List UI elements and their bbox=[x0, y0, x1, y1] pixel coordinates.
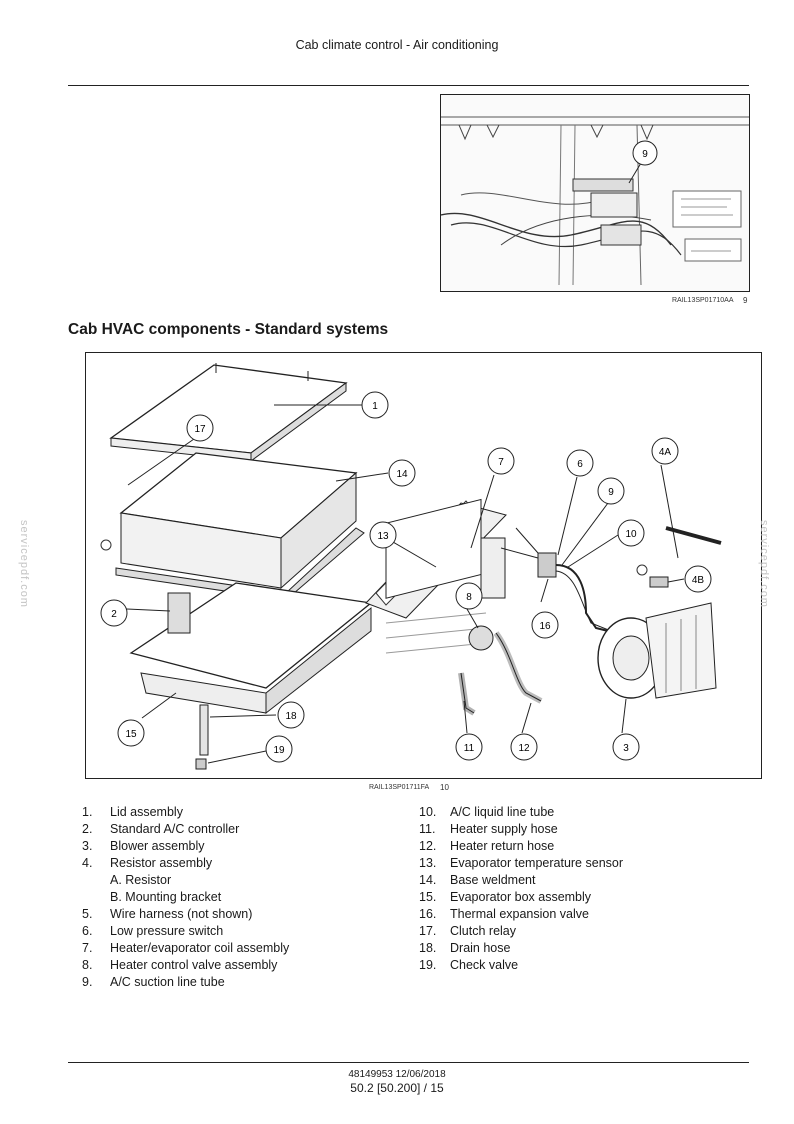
legend-item: 19. Check valve bbox=[419, 957, 623, 974]
legend-item: 8. Heater control valve assembly bbox=[82, 957, 289, 974]
legend-number: 1. bbox=[82, 805, 93, 819]
legend-text: Evaporator box assembly bbox=[450, 890, 592, 904]
callout-1: 1 bbox=[372, 401, 378, 412]
legend-item: 18. Drain hose bbox=[419, 940, 623, 957]
legend-item: 14. Base weldment bbox=[419, 872, 623, 889]
legend-text: Low pressure switch bbox=[110, 924, 224, 938]
legend-item: 2. Standard A/C controller bbox=[82, 821, 289, 838]
legend-number: 12. bbox=[419, 839, 437, 853]
legend-number: 15. bbox=[419, 890, 437, 904]
legend-number: 7. bbox=[82, 941, 93, 955]
legend-number: 17. bbox=[419, 924, 437, 938]
callout-8: 8 bbox=[466, 592, 472, 603]
legend-text: Evaporator temperature sensor bbox=[450, 856, 624, 870]
legend-item: 13. Evaporator temperature sensor bbox=[419, 855, 623, 872]
legend-item: 7. Heater/evaporator coil assembly bbox=[82, 940, 289, 957]
watermark-right: servicepdf.com bbox=[740, 520, 794, 640]
callout-14: 14 bbox=[396, 469, 408, 480]
legend-left-column: 1. Lid assembly 2. Standard A/C controller… bbox=[82, 804, 289, 991]
figure-9-callout: 9 bbox=[642, 149, 648, 160]
legend-item: 6. Low pressure switch bbox=[82, 923, 289, 940]
callout-12: 12 bbox=[518, 743, 530, 754]
callout-13: 13 bbox=[377, 531, 389, 542]
section-title: Cab HVAC components - Standard systems bbox=[68, 321, 389, 338]
figure-9-number: 9 bbox=[743, 296, 748, 305]
watermark-text: servicepdf.com bbox=[18, 520, 30, 608]
watermark-text: servicepdf.com bbox=[758, 520, 770, 608]
callout-18: 18 bbox=[285, 711, 297, 722]
legend-text: Clutch relay bbox=[450, 924, 516, 938]
legend-text: Blower assembly bbox=[110, 839, 205, 853]
figure-10-illustration: 1 17 14 7 6 9 10 4A 4B 13 8 16 2 15 18 1… bbox=[85, 352, 762, 779]
legend-subitem: B. Mounting bracket bbox=[110, 890, 222, 904]
footer-rule bbox=[68, 1062, 749, 1063]
legend-text: Resistor assembly bbox=[110, 856, 213, 870]
legend-item: 9. A/C suction line tube bbox=[82, 974, 289, 991]
legend-item: 1. Lid assembly bbox=[82, 804, 289, 821]
legend-text: Heater/evaporator coil assembly bbox=[110, 941, 290, 955]
callout-7: 7 bbox=[498, 457, 504, 468]
callout-11: 11 bbox=[464, 743, 475, 754]
callout-9: 9 bbox=[608, 487, 614, 498]
legend-text: Standard A/C controller bbox=[110, 822, 240, 836]
legend-text: Check valve bbox=[450, 958, 519, 972]
legend-item: 4. Resistor assembly bbox=[82, 855, 289, 872]
callout-4b: 4B bbox=[692, 575, 705, 586]
legend-number: 11. bbox=[419, 822, 436, 836]
legend-item: 11. Heater supply hose bbox=[419, 821, 623, 838]
legend-number: 19. bbox=[419, 958, 437, 972]
header-rule bbox=[68, 85, 749, 86]
legend-text: Heater control valve assembly bbox=[110, 958, 278, 972]
page-header: Cab climate control - Air conditioning bbox=[295, 38, 499, 52]
legend-number: 18. bbox=[419, 941, 437, 955]
footer-document-id: 48149953 12/06/2018 bbox=[348, 1069, 446, 1080]
legend-text: A/C suction line tube bbox=[110, 975, 225, 989]
figure-10-number: 10 bbox=[440, 783, 449, 792]
legend-number: 8. bbox=[82, 958, 93, 972]
callout-4a: 4A bbox=[659, 447, 672, 458]
legend-number: 2. bbox=[82, 822, 93, 836]
legend-item: 12. Heater return hose bbox=[419, 838, 623, 855]
legend-item: 3. Blower assembly bbox=[82, 838, 289, 855]
legend-text: Wire harness (not shown) bbox=[110, 907, 253, 921]
legend-number: 10. bbox=[419, 805, 437, 819]
legend-number: 16. bbox=[419, 907, 437, 921]
legend-right-column: 10. A/C liquid line tube 11. Heater supply… bbox=[419, 804, 623, 974]
legend-text: Heater return hose bbox=[450, 839, 555, 853]
legend-number: 14. bbox=[419, 873, 437, 887]
legend-item: 17. Clutch relay bbox=[419, 923, 623, 940]
legend-text: A/C liquid line tube bbox=[450, 805, 555, 819]
watermark-left: servicepdf.com bbox=[0, 520, 60, 640]
callout-16: 16 bbox=[539, 621, 551, 632]
callout-2: 2 bbox=[111, 609, 117, 620]
footer-page-number: 50.2 [50.200] / 15 bbox=[350, 1081, 444, 1095]
legend-text: Heater supply hose bbox=[450, 822, 558, 836]
callout-19: 19 bbox=[273, 745, 285, 756]
callout-17: 17 bbox=[194, 424, 206, 435]
figure-9-ref: RAIL13SP01710AA bbox=[672, 297, 734, 304]
callout-3: 3 bbox=[623, 743, 629, 754]
legend-number: 9. bbox=[82, 975, 93, 989]
callout-6: 6 bbox=[577, 459, 583, 470]
legend-number: 4. bbox=[82, 856, 93, 870]
callout-15: 15 bbox=[125, 729, 137, 740]
legend-text: Lid assembly bbox=[110, 805, 183, 819]
legend-item: 10. A/C liquid line tube bbox=[419, 804, 623, 821]
legend-item: 16. Thermal expansion valve bbox=[419, 906, 623, 923]
legend-subitem: A. Resistor bbox=[110, 873, 172, 887]
legend-number: 6. bbox=[82, 924, 93, 938]
legend-text: Drain hose bbox=[450, 941, 511, 955]
legend-text: Thermal expansion valve bbox=[450, 907, 589, 921]
legend-item: 5. Wire harness (not shown) bbox=[82, 906, 289, 923]
figure-9-illustration: 9 bbox=[440, 94, 750, 292]
legend-number: 5. bbox=[82, 907, 93, 921]
legend-text: Base weldment bbox=[450, 873, 536, 887]
figure-10-ref: RAIL13SP01711FA bbox=[369, 784, 430, 791]
legend-item: 15. Evaporator box assembly bbox=[419, 889, 623, 906]
legend-number: 3. bbox=[82, 839, 93, 853]
legend-number: 13. bbox=[419, 856, 437, 870]
callout-10: 10 bbox=[625, 529, 637, 540]
